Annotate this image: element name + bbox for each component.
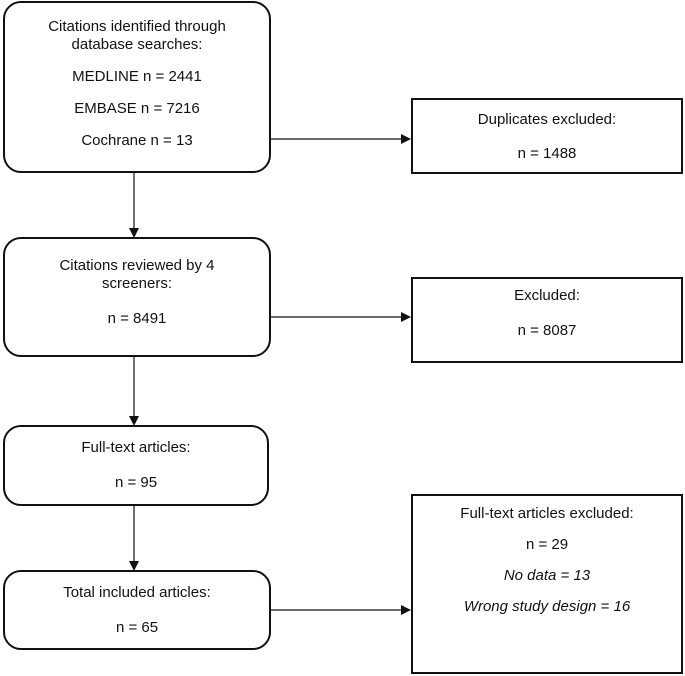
identified-cochrane: Cochrane n = 13	[81, 132, 193, 149]
box-fulltext-articles: Full-text articles: n = 95	[3, 425, 269, 506]
included-title: Total included articles:	[63, 584, 211, 601]
arrowhead	[129, 228, 139, 238]
box-fulltext-excluded: Full-text articles excluded: n = 29 No d…	[411, 494, 683, 674]
arrowhead	[129, 561, 139, 571]
fulltext-excluded-reason-wrong-design: Wrong study design = 16	[463, 598, 631, 615]
arrowhead	[129, 416, 139, 426]
excluded-title: Excluded:	[514, 287, 580, 304]
identified-embase: EMBASE n = 7216	[74, 100, 200, 117]
reviewed-title-line1: Citations reviewed by 4	[59, 257, 215, 274]
fulltext-excluded-count: n = 29	[525, 536, 569, 553]
fulltext-excluded-title: Full-text articles excluded:	[460, 505, 634, 522]
included-count: n = 65	[115, 619, 159, 636]
duplicates-count: n = 1488	[517, 145, 577, 162]
box-citations-identified: Citations identified through database se…	[3, 1, 271, 173]
fulltext-excluded-reason-no-data: No data = 13	[503, 567, 591, 584]
identified-title-line2: database searches:	[71, 36, 203, 53]
reviewed-title-line2: screeners:	[101, 275, 173, 292]
box-citations-reviewed: Citations reviewed by 4 screeners: n = 8…	[3, 237, 271, 357]
arrowhead	[401, 605, 411, 615]
identified-medline: MEDLINE n = 2441	[72, 68, 202, 85]
box-excluded: Excluded: n = 8087	[411, 277, 683, 363]
fulltext-title: Full-text articles:	[81, 439, 191, 456]
fulltext-count: n = 95	[114, 474, 158, 491]
duplicates-title: Duplicates excluded:	[477, 111, 617, 128]
box-duplicates-excluded: Duplicates excluded: n = 1488	[411, 98, 683, 174]
arrowhead	[401, 312, 411, 322]
excluded-count: n = 8087	[517, 322, 577, 339]
arrowhead	[401, 134, 411, 144]
reviewed-count: n = 8491	[107, 310, 167, 327]
identified-title-line1: Citations identified through	[48, 18, 226, 35]
box-total-included: Total included articles: n = 65	[3, 570, 271, 650]
